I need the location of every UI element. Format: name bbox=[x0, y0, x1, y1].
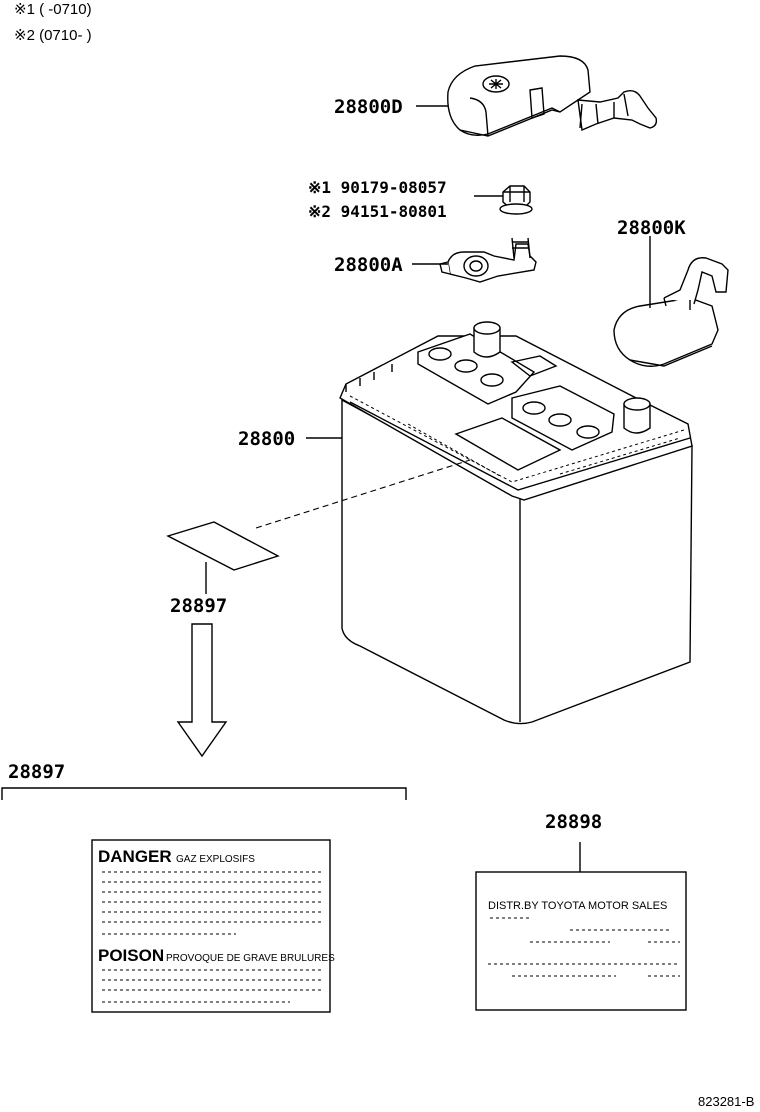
danger-title: DANGER bbox=[98, 847, 172, 866]
down-arrow-icon bbox=[176, 623, 228, 758]
note-2: ※2 (0710- ) bbox=[14, 27, 92, 44]
warning-label-sheet[interactable] bbox=[166, 521, 280, 571]
label-28898-card[interactable]: DISTR.BY TOYOTA MOTOR SALES bbox=[475, 871, 687, 1011]
battery-28800[interactable] bbox=[339, 321, 693, 725]
terminal-cover-28800d[interactable] bbox=[447, 55, 658, 137]
part-number-nut-1[interactable]: ※1 90179-08057 bbox=[308, 178, 447, 197]
terminal-cover-28800k[interactable] bbox=[613, 257, 729, 367]
danger-subtitle: GAZ EXPLOSIFS bbox=[176, 854, 255, 865]
part-number-nut-2[interactable]: ※2 94151-80801 bbox=[308, 202, 447, 221]
label-28898-heading: 28898 bbox=[545, 811, 602, 833]
terminal-nut[interactable] bbox=[499, 185, 533, 215]
part-number-28800a[interactable]: 28800A bbox=[334, 254, 403, 276]
label-28897-heading: 28897 bbox=[8, 761, 65, 783]
battery-terminal-28800a[interactable] bbox=[439, 237, 537, 283]
part-number-28800[interactable]: 28800 bbox=[238, 428, 295, 450]
label-28897-card[interactable]: DANGER GAZ EXPLOSIFS POISON PROVOQUE DE … bbox=[91, 839, 335, 1013]
poison-title: POISON bbox=[98, 946, 164, 965]
part-number-28800d[interactable]: 28800D bbox=[334, 96, 403, 118]
note-1: ※1 ( -0710) bbox=[14, 1, 92, 18]
diagram-reference-code: 823281-B bbox=[698, 1094, 754, 1109]
part-number-28897-pointer[interactable]: 28897 bbox=[170, 595, 227, 617]
poison-subtitle: PROVOQUE DE GRAVE BRULURES bbox=[166, 953, 335, 964]
label-28897-bracket bbox=[1, 787, 407, 800]
label-position-dashed-line bbox=[255, 459, 471, 529]
part-number-28800k[interactable]: 28800K bbox=[617, 217, 686, 239]
distributor-text: DISTR.BY TOYOTA MOTOR SALES bbox=[488, 900, 667, 912]
